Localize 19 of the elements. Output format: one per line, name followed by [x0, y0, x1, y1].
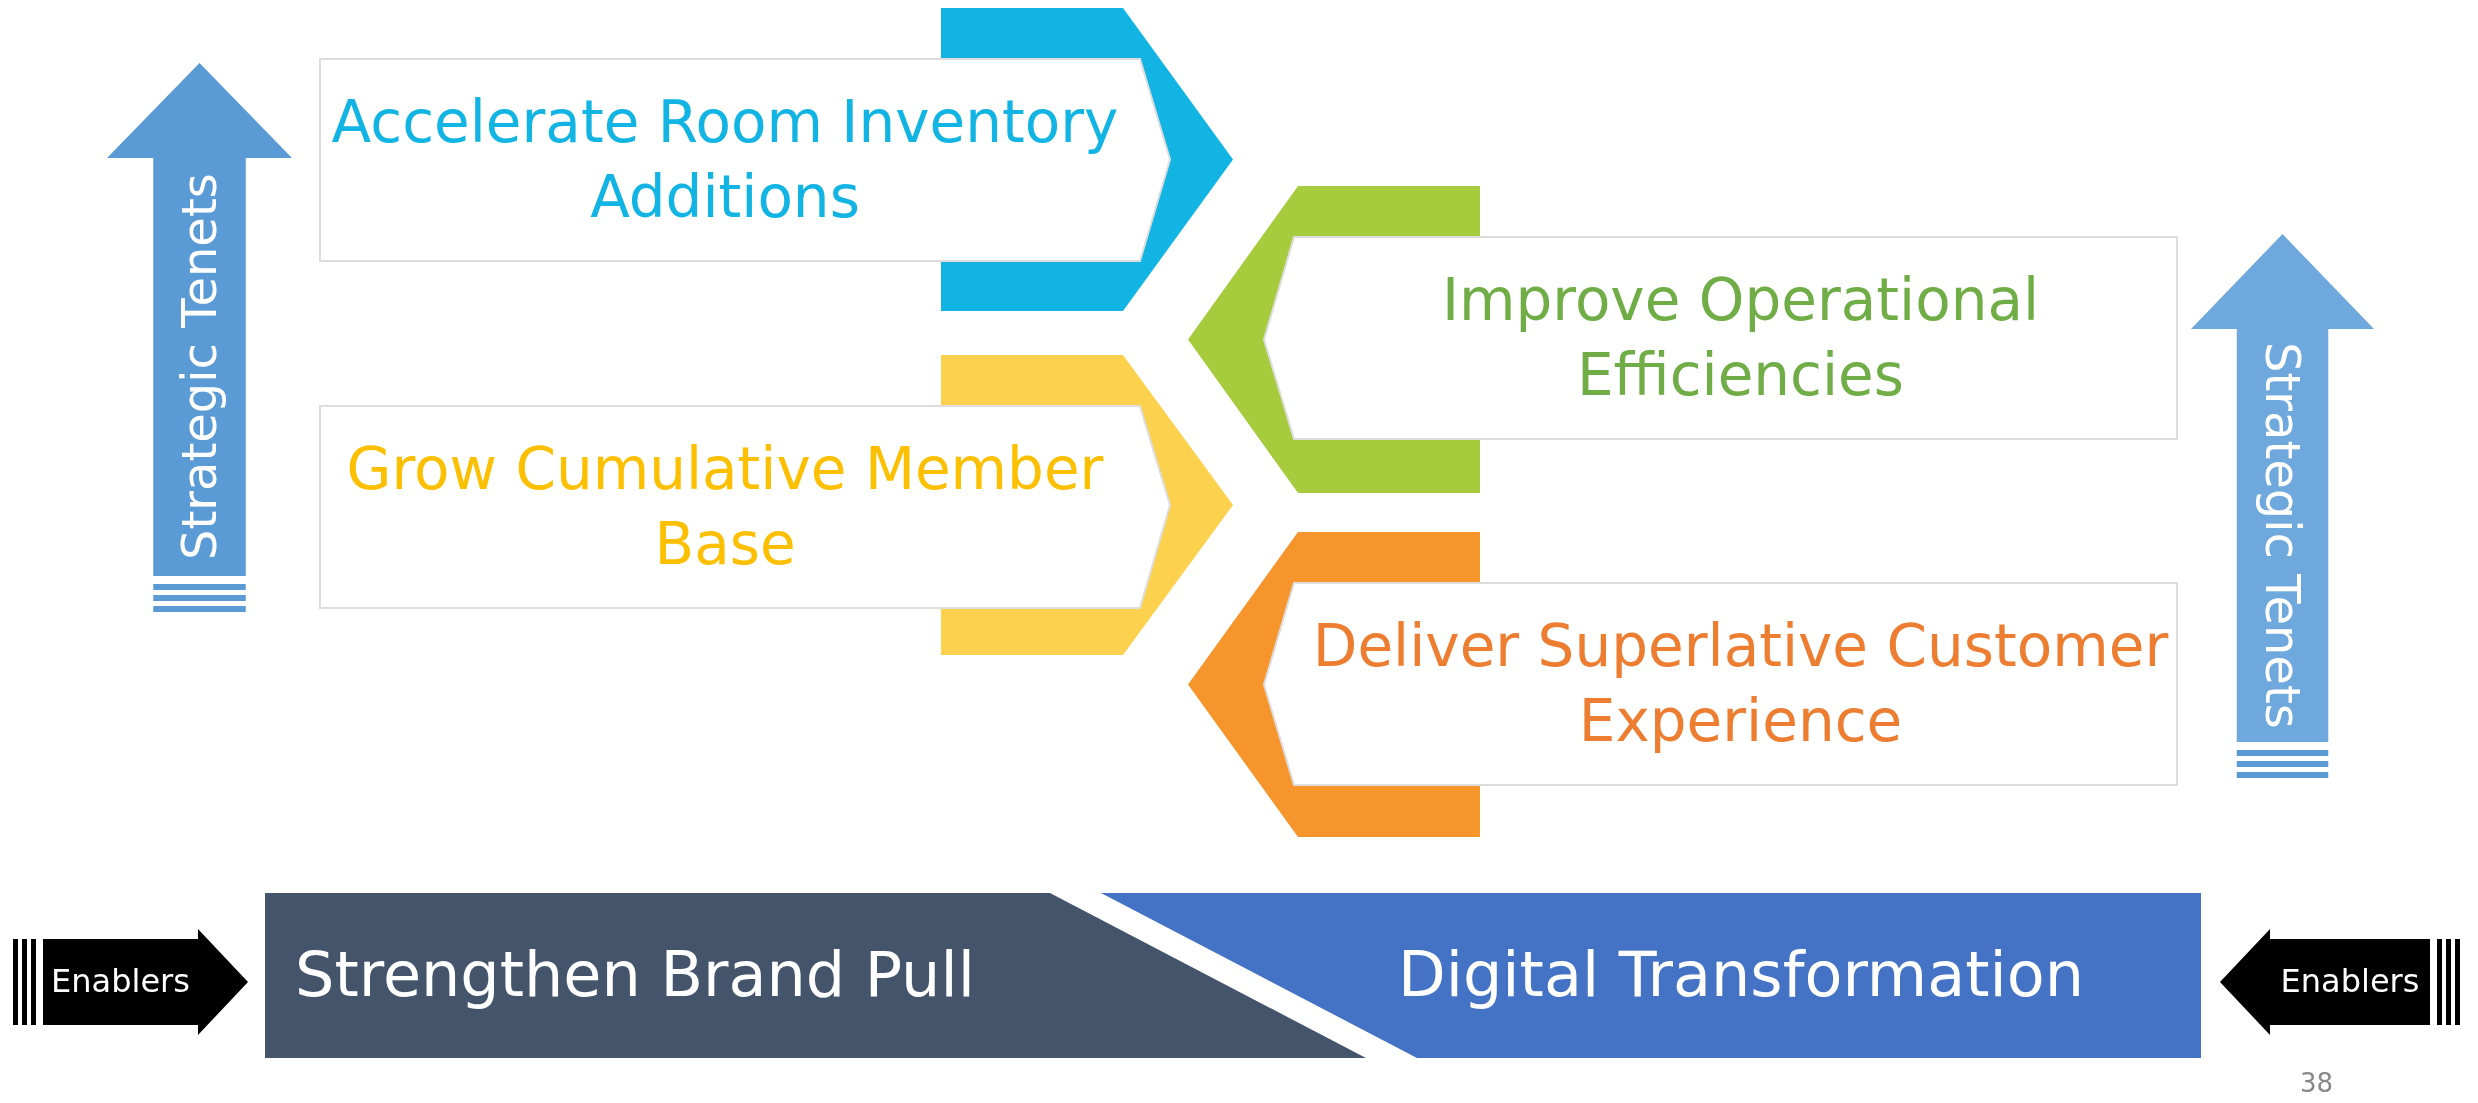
- enabler-arrow: [2220, 929, 2460, 1035]
- arrow-text: Enablers: [50, 961, 191, 1003]
- arrow-text: Strategic Tenets: [170, 172, 229, 563]
- arrow-text: Enablers: [2279, 961, 2421, 1003]
- chevron-card: [1188, 532, 2177, 837]
- card-text: Deliver Superlative Customer Experience: [1311, 610, 2170, 757]
- card-text: Grow Cumulative Member Base: [345, 433, 1105, 580]
- banner-panel: [265, 893, 1366, 1058]
- card-text: Improve Operational Efficiencies: [1440, 264, 2041, 411]
- arrow-text: Strategic Tenets: [2253, 341, 2312, 731]
- page-number: 38: [2300, 1068, 2334, 1098]
- banner-text: Digital Transformation: [1397, 937, 2085, 1014]
- enabler-arrow: [13, 929, 248, 1035]
- chevron-card: [320, 355, 1233, 655]
- card-text: Accelerate Room Inventory Additions: [330, 86, 1120, 233]
- banner-panel: [1101, 893, 2201, 1058]
- chevron-card: [320, 8, 1233, 311]
- banner-text: Strengthen Brand Pull: [294, 937, 976, 1014]
- chevron-card: [1188, 186, 2177, 493]
